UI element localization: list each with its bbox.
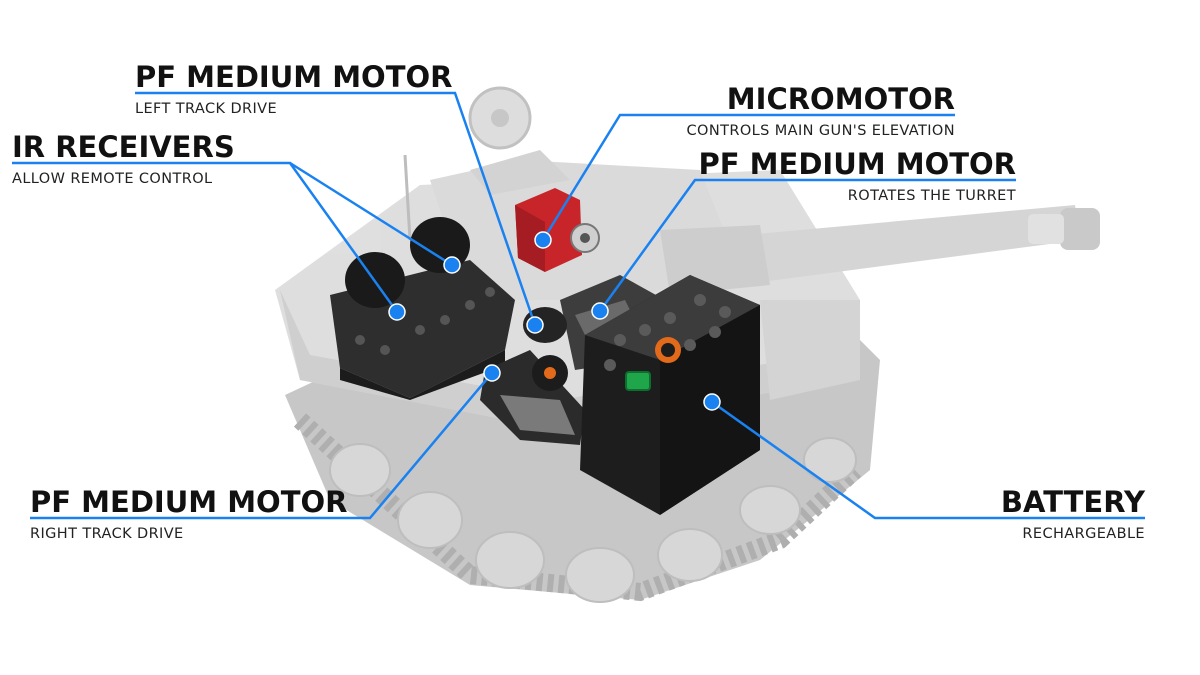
right-track-motor-part (480, 350, 585, 445)
callout-title: BATTERY (1000, 485, 1145, 519)
dot-left-track (526, 316, 544, 334)
callout-title: PF MEDIUM MOTOR (30, 485, 348, 519)
left-track-motor-part (523, 307, 567, 343)
callout-micromotor: MICROMOTOR CONTROLS MAIN GUN'S ELEVATION (687, 82, 955, 140)
callout-subtitle: RIGHT TRACK DRIVE (30, 526, 184, 542)
leader-lines (12, 91, 1145, 520)
dot-micromotor (534, 231, 552, 249)
dot-right-track (483, 364, 501, 382)
callout-title: PF MEDIUM MOTOR (135, 60, 453, 94)
callout-title: MICROMOTOR (726, 82, 955, 116)
callout-subtitle: ROTATES THE TURRET (847, 188, 1016, 204)
callout-dots (388, 231, 721, 411)
callout-subtitle: ALLOW REMOTE CONTROL (12, 171, 213, 187)
dot-ir-receiver-2 (443, 256, 461, 274)
callout-title: PF MEDIUM MOTOR (698, 147, 1016, 181)
callout-left-track: PF MEDIUM MOTOR LEFT TRACK DRIVE (135, 60, 452, 118)
callout-turret-motor: PF MEDIUM MOTOR ROTATES THE TURRET (699, 147, 1016, 205)
callout-battery: BATTERY RECHARGEABLE (1001, 485, 1145, 543)
callout-title: IR RECEIVERS (12, 130, 235, 164)
callout-subtitle: RECHARGEABLE (1022, 526, 1145, 542)
dot-ir-receiver-1 (388, 303, 406, 321)
callout-subtitle: LEFT TRACK DRIVE (135, 101, 278, 117)
dot-turret-motor (591, 302, 609, 320)
dot-battery (703, 393, 721, 411)
battery-part (580, 275, 760, 515)
callout-subtitle: CONTROLS MAIN GUN'S ELEVATION (686, 123, 955, 139)
ir-receivers-part (330, 217, 515, 400)
callout-ir-receivers: IR RECEIVERS ALLOW REMOTE CONTROL (12, 130, 235, 188)
callout-right-track: PF MEDIUM MOTOR RIGHT TRACK DRIVE (30, 485, 347, 543)
